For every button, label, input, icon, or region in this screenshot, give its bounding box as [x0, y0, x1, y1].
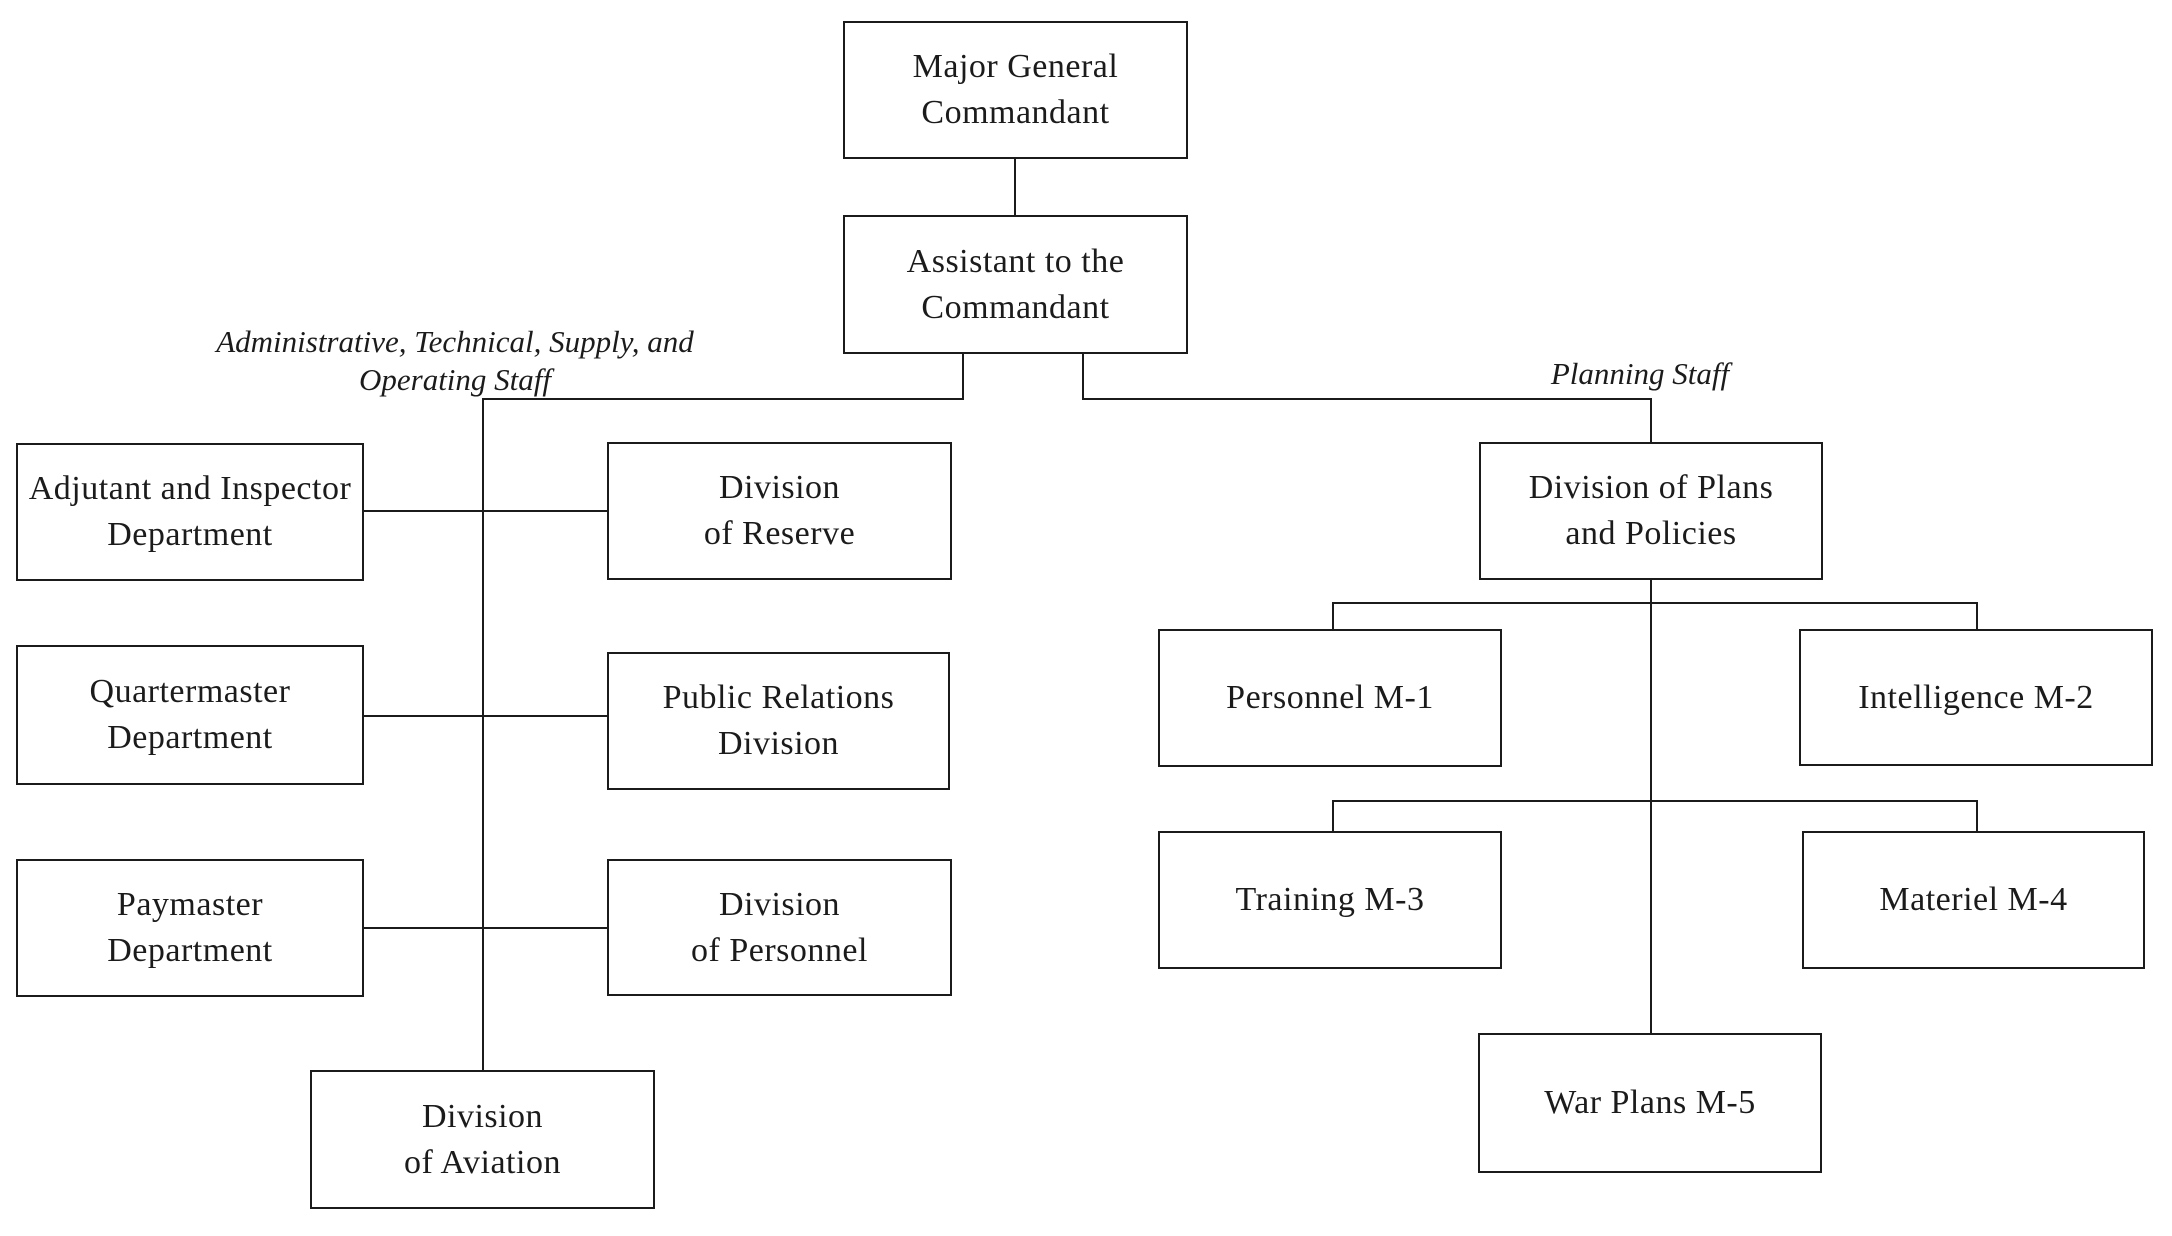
node-assistant-to-the-commandant: Assistant to the Commandant	[843, 215, 1188, 354]
connector-m1-drop	[1332, 602, 1334, 629]
connector-adjutant-reserve	[364, 510, 607, 512]
node-label-line: Division of Plans	[1528, 469, 1774, 507]
node-label-line: Public Relations	[662, 679, 895, 717]
node-division-of-plans-and-policies: Division of Plans and Policies	[1479, 442, 1823, 580]
connector-quartermaster-publicrelations	[364, 715, 607, 717]
node-personnel-m1: Personnel M-1	[1158, 629, 1502, 767]
node-label-line: Major General	[912, 48, 1119, 86]
node-label-line: Personnel M-1	[1226, 679, 1434, 717]
node-division-of-personnel: Division of Personnel	[607, 859, 952, 996]
node-division-of-aviation: Division of Aviation	[310, 1070, 655, 1209]
connector-assistant-left-drop	[962, 354, 964, 400]
connector-left-branch-horizontal	[482, 398, 964, 400]
node-label-line: Adjutant and Inspector	[28, 470, 352, 508]
connector-right-branch-horizontal	[1082, 398, 1652, 400]
connector-paymaster-personnel	[364, 927, 607, 929]
node-intelligence-m2: Intelligence M-2	[1799, 629, 2153, 766]
node-label-line: War Plans M-5	[1544, 1084, 1756, 1122]
node-adjutant-and-inspector-department: Adjutant and Inspector Department	[16, 443, 364, 581]
annotation-line: Operating Staff	[358, 361, 552, 397]
node-label-line: Department	[107, 719, 273, 756]
annotation-line: Planning Staff	[1550, 356, 1730, 391]
node-materiel-m4: Materiel M-4	[1802, 831, 2145, 969]
node-major-general-commandant: Major General Commandant	[843, 21, 1188, 159]
node-war-plans-m5: War Plans M-5	[1478, 1033, 1822, 1173]
node-public-relations-division: Public Relations Division	[607, 652, 950, 790]
node-label-line: Training M-3	[1235, 881, 1425, 919]
node-quartermaster-department: Quartermaster Department	[16, 645, 364, 785]
connector-plans-top-drop	[1650, 398, 1652, 442]
node-label-line: Department	[107, 932, 273, 969]
node-label-line: Intelligence M-2	[1858, 678, 2094, 716]
connector-assistant-right-drop	[1082, 354, 1084, 400]
node-label-line: of Aviation	[404, 1143, 561, 1181]
node-label-line: Division	[718, 885, 841, 923]
node-label-line: Materiel M-4	[1879, 881, 2068, 919]
node-paymaster-department: Paymaster Department	[16, 859, 364, 997]
connector-plans-trunk	[1650, 580, 1652, 1033]
node-label-line: Paymaster	[116, 886, 264, 924]
connector-m2-drop	[1976, 602, 1978, 629]
administrative-staff-label: Administrative, Technical, Supply, and O…	[155, 323, 755, 399]
connector-major-to-assistant	[1014, 159, 1016, 215]
node-label-line: Commandant	[921, 288, 1110, 326]
node-label-line: of Personnel	[691, 931, 868, 969]
node-label-line: Division	[717, 725, 840, 762]
node-label-line: and Policies	[1565, 515, 1737, 552]
node-label-line: Department	[107, 516, 273, 553]
node-label-line: Commandant	[921, 94, 1110, 131]
annotation-line: Administrative, Technical, Supply, and	[216, 324, 694, 359]
planning-staff-label: Planning Staff	[1490, 355, 1790, 393]
connector-m3-drop	[1332, 800, 1334, 831]
node-label-line: of Reserve	[703, 515, 856, 552]
node-label-line: Quartermaster	[89, 673, 291, 711]
node-label-line: Division	[421, 1097, 544, 1135]
node-division-of-reserve: Division of Reserve	[607, 442, 952, 580]
connector-m1-m2-horizontal	[1332, 602, 1978, 604]
node-label-line: Division	[718, 469, 841, 507]
node-label-line: Assistant to the	[906, 242, 1125, 280]
node-training-m3: Training M-3	[1158, 831, 1502, 969]
connector-m4-drop	[1976, 800, 1978, 831]
connector-left-trunk	[482, 398, 484, 1070]
connector-m3-m4-horizontal	[1332, 800, 1978, 802]
